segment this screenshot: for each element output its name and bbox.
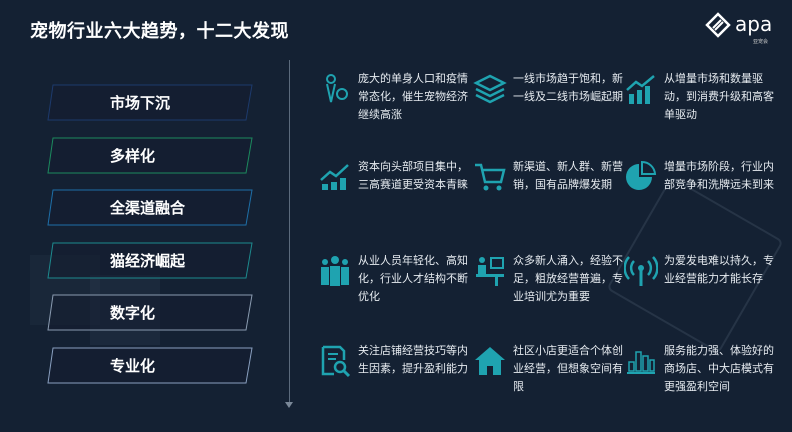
trend-label: 全渠道融合 [110,199,186,217]
logo-text: apa [735,12,773,36]
person-chart-icon [326,74,348,103]
trend-item: 全渠道融合 [47,189,253,226]
finding-text: 关注店铺经营技巧等内生因素，提升盈利能力 [358,344,468,375]
vertical-divider [289,60,290,405]
parallelogram-frame [47,347,253,383]
team-icon [321,256,349,286]
trend-label: 猫经济崛起 [110,251,186,270]
trend-item: 数字化 [47,294,253,331]
trend-label: 专业化 [110,356,156,375]
growth-bars-icon [626,75,655,104]
finding-text: 为爱发电难以持久，专业经营能力才能长存 [664,254,774,285]
apa-logo: apa 亚宠会 [705,12,785,48]
finding-text: 新渠道、新人群、新营销，国有品牌爆发期 [513,160,623,191]
parallelogram-frame [47,137,253,173]
finding-item: 众多新人涌入，经验不足，粗放经营普遍，专业培训尤为重要 [473,252,623,306]
finding-item: 一线市场趋于饱和，新一线及二线市场崛起期 [473,70,623,106]
finding-text: 众多新人涌入，经验不足，粗放经营普遍，专业培训尤为重要 [513,254,623,303]
training-icon [476,257,504,286]
finding-item: 庞大的单身人口和疫情常态化，催生宠物经济继续高涨 [318,70,468,124]
finding-text: 资本向头部项目集中，三高赛道更受资本青睐 [358,160,468,191]
pie-chart-icon [626,160,657,190]
finding-item: 社区小店更适合个体创业经营，但想象空间有限 [473,342,623,396]
logo-icon [705,12,731,38]
finding-item: 资本向头部项目集中，三高赛道更受资本青睐 [318,158,468,194]
trend-item: 专业化 [47,347,253,383]
trend-item: 多样化 [47,137,253,173]
finding-text: 一线市场趋于饱和，新一线及二线市场崛起期 [513,72,623,103]
trend-item: 市场下沉 [47,84,253,121]
house-icon [475,347,505,375]
logo-subtitle: 亚宠会 [753,39,769,45]
finding-item: 从增量市场和数量驱动，到消费升级和高客单驱动 [624,70,774,124]
finding-text: 从增量市场和数量驱动，到消费升级和高客单驱动 [664,72,774,121]
trend-label: 数字化 [110,304,156,322]
finding-item: 服务能力强、体验好的商场店、中大店模式有更强盈利空间 [624,342,774,396]
finding-item: 为爱发电难以持久，专业经营能力才能长存 [624,252,774,288]
layers-icon [473,74,507,104]
finding-text: 服务能力强、体验好的商场店、中大店模式有更强盈利空间 [664,344,774,393]
page-title: 宠物行业六大趋势，十二大发现 [30,21,289,42]
parallelogram-frame [47,189,253,226]
finding-text: 从业人员年轻化、高知化，行业人才结构不断优化 [358,254,468,303]
finding-item: 新渠道、新人群、新营销，国有品牌爆发期 [473,158,623,194]
finding-item: 关注店铺经营技巧等内生因素，提升盈利能力 [318,342,468,378]
shopping-cart-icon [475,163,506,191]
signal-tower-icon [624,256,658,286]
arrow-down-icon [285,402,293,408]
finding-text: 增量市场阶段，行业内部竞争和洗牌远未到来 [664,160,774,191]
parallelogram-frame [47,84,253,121]
trend-label: 多样化 [110,146,156,165]
parallelogram-frame [47,242,253,278]
finding-item: 增量市场阶段，行业内部竞争和洗牌远未到来 [624,158,774,194]
finding-text: 庞大的单身人口和疫情常态化，催生宠物经济继续高涨 [358,72,468,121]
finding-text: 社区小店更适合个体创业经营，但想象空间有限 [513,344,623,393]
trend-label: 市场下沉 [110,94,171,112]
finding-item: 从业人员年轻化、高知化，行业人才结构不断优化 [318,252,468,306]
parallelogram-frame [47,294,253,331]
document-search-icon [321,345,351,378]
bar-chart-icon [627,351,655,374]
investment-growth-icon [320,164,349,190]
trend-item: 猫经济崛起 [47,242,253,278]
